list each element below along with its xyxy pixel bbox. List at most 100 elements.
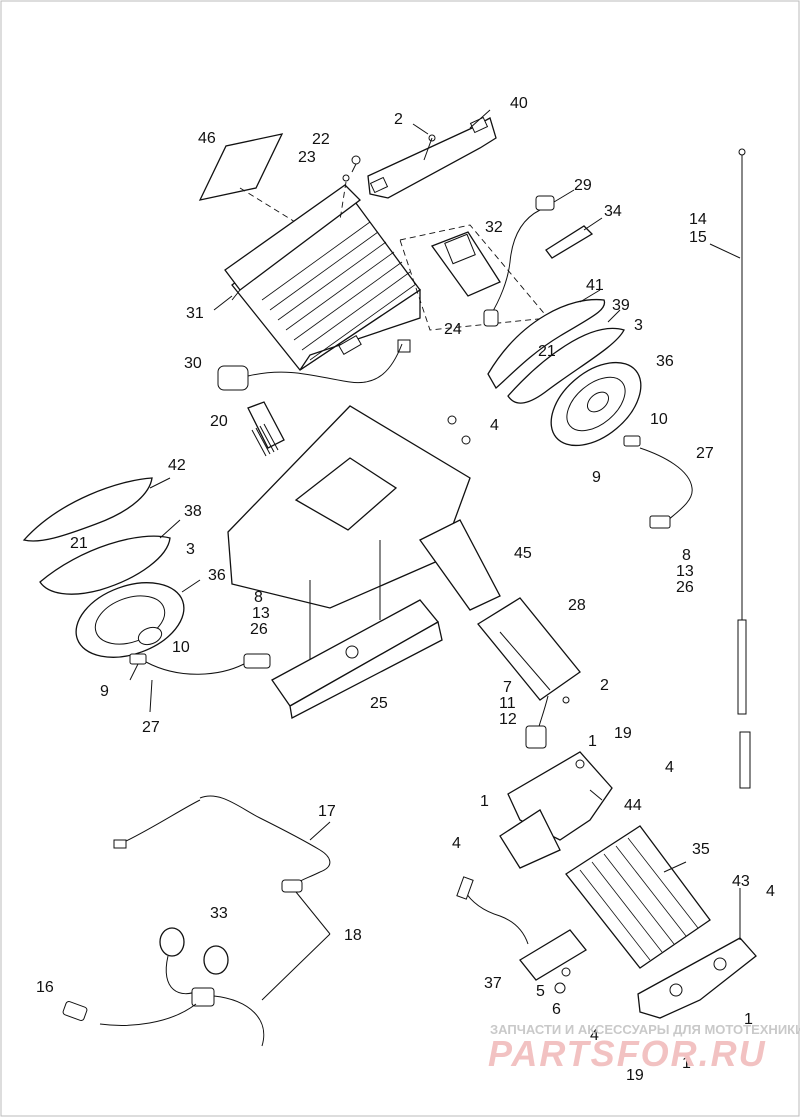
- callout-14: 14: [689, 211, 707, 228]
- part-19-nut-top: [575, 759, 585, 769]
- callout-39: 39: [612, 297, 630, 314]
- callout-26-right: 26: [676, 579, 694, 596]
- part-27-harness-left: [129, 653, 271, 675]
- callout-4-lower-left: 4: [452, 835, 461, 852]
- callout-3-right: 3: [634, 317, 643, 334]
- part-28-module: [477, 597, 581, 749]
- part-45-bracket: [419, 519, 501, 611]
- callout-13-right: 13: [676, 563, 694, 580]
- part-41-speaker-ring: [487, 298, 606, 390]
- callout-12: 12: [499, 711, 517, 728]
- part-24-connector: [483, 309, 499, 327]
- callout-13-left: 13: [252, 605, 270, 622]
- callout-18: 18: [344, 927, 362, 944]
- callout-25: 25: [370, 695, 388, 712]
- callout-22: 22: [312, 131, 330, 148]
- part-31-radio-unit: [224, 184, 421, 371]
- callout-16: 16: [36, 979, 54, 996]
- part-35-amplifier: [565, 825, 711, 969]
- part-4-screws-frame: [447, 415, 471, 445]
- callout-8-left: 8: [254, 589, 263, 606]
- callout-17: 17: [318, 803, 336, 820]
- callout-15: 15: [689, 229, 707, 246]
- callout-23: 23: [298, 149, 316, 166]
- callout-44: 44: [624, 797, 642, 814]
- callout-2-top: 2: [394, 111, 403, 128]
- part-27-harness-right: [623, 435, 693, 529]
- part-37-connector-module: [456, 876, 587, 994]
- callout-labels: 46 22 23 2 40 29 32 34 14 15 31 24 41 39…: [36, 95, 775, 1084]
- part-46-label-sheet: [198, 133, 301, 226]
- callout-10-left: 10: [172, 639, 190, 656]
- callout-31: 31: [186, 305, 204, 322]
- callout-36-left: 36: [208, 567, 226, 584]
- part-44-bracket: [499, 751, 613, 869]
- callout-27-left: 27: [142, 719, 160, 736]
- callout-38: 38: [184, 503, 202, 520]
- callout-8-right: 8: [682, 547, 691, 564]
- watermark: ЗАПЧАСТИ И АКСЕССУАРЫ ДЛЯ МОТОТЕХНИКИ PA…: [488, 1022, 800, 1074]
- leader-lines: [129, 109, 741, 1001]
- callout-29: 29: [574, 177, 592, 194]
- callout-41: 41: [586, 277, 604, 294]
- callout-19-bottom: 19: [626, 1067, 644, 1084]
- callout-20: 20: [210, 413, 228, 430]
- part-40-strap-bracket: [367, 116, 497, 199]
- part-17-coiled-cord: [113, 795, 331, 893]
- callout-33: 33: [210, 905, 228, 922]
- part-39-gasket: [507, 327, 625, 404]
- part-20-label: [247, 401, 285, 457]
- part-36-speaker-left: [75, 582, 185, 658]
- callout-1-lower-right: 1: [744, 1011, 753, 1028]
- callout-26-left: 26: [250, 621, 268, 638]
- callout-5: 5: [536, 983, 545, 1000]
- watermark-brand: PARTSFOR.RU: [488, 1033, 767, 1074]
- callout-4-bottom: 4: [590, 1027, 599, 1044]
- callout-11: 11: [499, 695, 516, 712]
- part-16-plug: [62, 1001, 197, 1026]
- callout-10-right: 10: [650, 411, 668, 428]
- callout-46: 46: [198, 130, 216, 147]
- callout-7: 7: [503, 679, 512, 696]
- part-14-15-antenna-mast: [737, 148, 751, 789]
- part-33-headset: [159, 927, 265, 1047]
- part-38-gasket-left: [39, 535, 171, 595]
- callout-32: 32: [485, 219, 503, 236]
- callout-21-left: 21: [70, 535, 88, 552]
- part-22-23-screws: [339, 155, 361, 221]
- callout-1-left-bracket: 1: [480, 793, 489, 810]
- callout-4-far-right: 4: [766, 883, 775, 900]
- callout-21-right: 21: [538, 343, 556, 360]
- callout-6: 6: [552, 1001, 561, 1018]
- callout-43: 43: [732, 873, 750, 890]
- callout-28: 28: [568, 597, 586, 614]
- callout-19-top: 19: [614, 725, 632, 742]
- part-29-antenna-puck: [489, 195, 555, 317]
- callout-45: 45: [514, 545, 532, 562]
- part-32-receiver-module: [399, 224, 549, 331]
- callout-24: 24: [444, 321, 462, 338]
- callout-42: 42: [168, 457, 186, 474]
- callout-30: 30: [184, 355, 202, 372]
- callout-3-left: 3: [186, 541, 195, 558]
- part-42-speaker-ring-left: [22, 477, 153, 542]
- callout-34: 34: [604, 203, 622, 220]
- part-25-mounting-frame: [227, 405, 471, 719]
- callout-36-right: 36: [656, 353, 674, 370]
- callout-9-left: 9: [100, 683, 109, 700]
- watermark-caption: ЗАПЧАСТИ И АКСЕССУАРЫ ДЛЯ МОТОТЕХНИКИ: [490, 1022, 800, 1037]
- callout-27-right: 27: [696, 445, 714, 462]
- part-30-gps-antenna: [217, 343, 403, 391]
- callout-1-top: 1: [588, 733, 597, 750]
- callout-9-right: 9: [592, 469, 601, 486]
- callout-1-bottom: 1: [682, 1055, 691, 1072]
- callout-35: 35: [692, 841, 710, 858]
- callout-4-right-bracket: 4: [665, 759, 674, 776]
- callout-37: 37: [484, 975, 502, 992]
- part-34-bracket: [545, 225, 594, 259]
- callout-40: 40: [510, 95, 528, 112]
- callout-4-frame: 4: [490, 417, 499, 434]
